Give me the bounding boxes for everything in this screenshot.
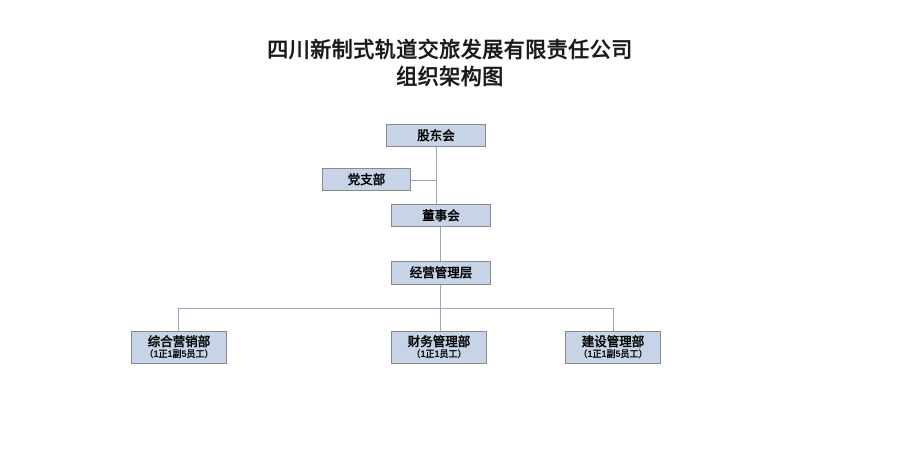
node-shareholders-meeting-label: 股东会 bbox=[417, 128, 455, 143]
connector-party-branch-to-trunk bbox=[411, 180, 437, 181]
node-marketing-department-staffing: （1正1副5员工） bbox=[144, 349, 214, 360]
title-line-company: 四川新制式轨道交旅发展有限责任公司 bbox=[267, 39, 633, 62]
node-finance-department-label: 财务管理部 bbox=[407, 335, 471, 350]
title-line-subtitle: 组织架构图 bbox=[396, 65, 504, 89]
connector-board-to-management bbox=[440, 227, 441, 261]
connector-drop-marketing bbox=[178, 308, 179, 331]
node-finance-department-staffing: （1正1员工） bbox=[411, 349, 467, 360]
connector-drop-construction bbox=[613, 308, 614, 331]
node-management-layer-label: 经营管理层 bbox=[409, 266, 473, 280]
connector-management-to-bus bbox=[440, 285, 441, 308]
node-construction-department[interactable]: 建设管理部 （1正1副5员工） bbox=[565, 331, 661, 364]
connector-department-bus bbox=[178, 308, 613, 309]
node-construction-department-label: 建设管理部 bbox=[581, 335, 645, 350]
node-management-layer[interactable]: 经营管理层 bbox=[391, 261, 491, 285]
node-marketing-department-label: 综合营销部 bbox=[147, 335, 211, 350]
connector-drop-finance bbox=[440, 308, 441, 331]
page-title: 四川新制式轨道交旅发展有限责任公司 组织架构图 bbox=[0, 38, 900, 92]
node-board-of-directors-label: 董事会 bbox=[422, 208, 460, 223]
node-shareholders-meeting[interactable]: 股东会 bbox=[386, 124, 486, 147]
node-finance-department[interactable]: 财务管理部 （1正1员工） bbox=[391, 331, 487, 364]
node-marketing-department[interactable]: 综合营销部 （1正1副5员工） bbox=[131, 331, 227, 364]
node-party-branch[interactable]: 党支部 bbox=[322, 168, 411, 191]
connector-shareholders-to-board bbox=[436, 147, 437, 204]
node-construction-department-staffing: （1正1副5员工） bbox=[578, 349, 648, 360]
node-board-of-directors[interactable]: 董事会 bbox=[391, 204, 491, 227]
node-party-branch-label: 党支部 bbox=[347, 172, 386, 187]
